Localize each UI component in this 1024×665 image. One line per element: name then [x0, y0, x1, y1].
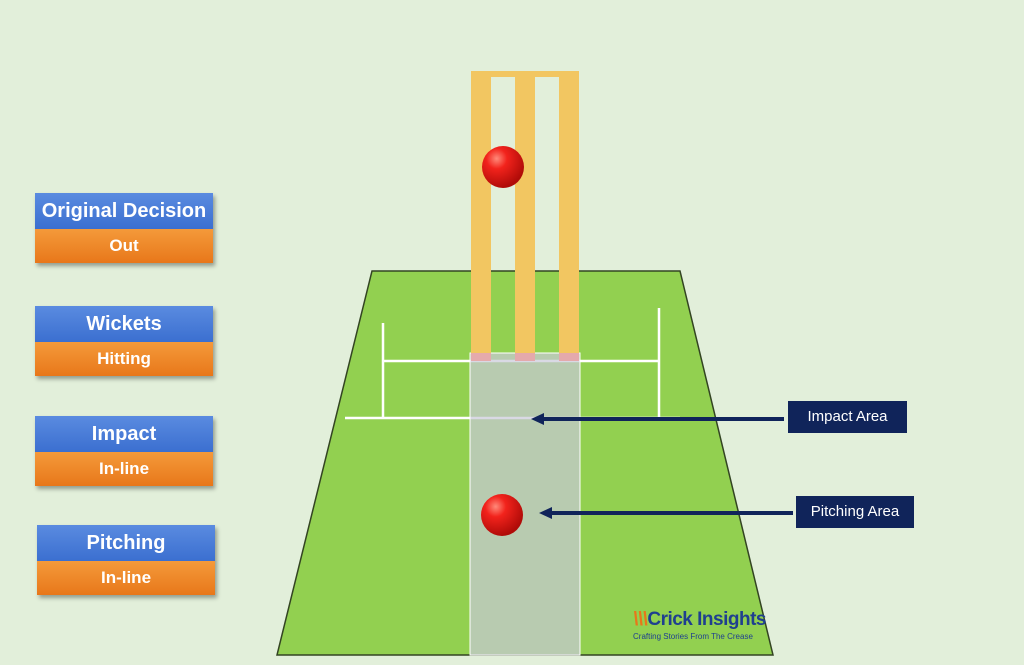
stumps	[471, 71, 579, 361]
stump-bases	[471, 353, 579, 361]
impact-arrow	[531, 413, 784, 425]
panel-value: Hitting	[35, 342, 213, 376]
panel-value: In-line	[35, 452, 213, 486]
panel-title: Pitching	[37, 525, 215, 561]
brand-logo: \\\Crick Insights Crafting Stories From …	[633, 609, 766, 641]
panel-value: In-line	[37, 561, 215, 595]
panel-title: Impact	[35, 416, 213, 452]
pitching-area-label: Pitching Area	[796, 496, 914, 528]
brand-name-part: Crick	[647, 609, 693, 630]
panel-title: Wickets	[35, 306, 213, 342]
impact-panel: Impact In-line	[35, 416, 213, 486]
impact-area-label: Impact Area	[788, 401, 907, 433]
original-decision-panel: Original Decision Out	[35, 193, 213, 263]
ball-at-pitching	[481, 494, 523, 536]
ball-at-wickets	[482, 146, 524, 188]
panel-value: Out	[35, 229, 213, 263]
wickets-panel: Wickets Hitting	[35, 306, 213, 376]
brand-name-part: Insights	[697, 609, 766, 630]
pitching-arrow	[539, 507, 793, 519]
stumps-mark-icon: \\\	[633, 609, 648, 630]
pitching-panel: Pitching In-line	[37, 525, 215, 595]
panel-title: Original Decision	[35, 193, 213, 229]
brand-tagline: Crafting Stories From The Crease	[633, 632, 753, 641]
brand-name: \\\Crick Insights	[633, 609, 766, 631]
